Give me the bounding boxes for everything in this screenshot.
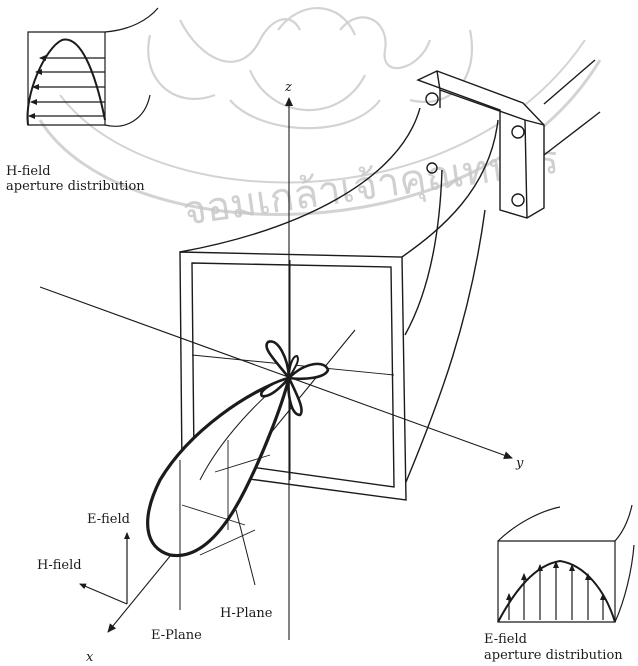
y-axis-label: y [516, 456, 524, 471]
h-plane-label: H-Plane [220, 606, 273, 621]
h-field-arrow [79, 583, 128, 605]
side-lobe [287, 373, 303, 417]
e-plane-label: E-Plane [151, 628, 202, 643]
y-axis [39, 286, 513, 460]
e-field-aperture-inset [497, 504, 635, 623]
h-field-aperture-inset [26, 7, 159, 127]
e-field-vector-label: E-field [87, 512, 130, 527]
e-field-caption-line2: aperture distribution [484, 648, 623, 663]
z-axis-label: z [285, 80, 292, 95]
h-field-caption-line1: H-field [6, 164, 51, 179]
e-field-caption-line1: E-field [484, 632, 527, 647]
back-lobe [287, 354, 299, 382]
x-axis-label: x [86, 650, 94, 665]
side-lobe [259, 375, 293, 398]
side-lobe [265, 340, 291, 383]
h-field-vector-label: H-field [37, 558, 82, 573]
field-vectors [79, 532, 130, 605]
side-lobe [286, 362, 330, 381]
main-lobe [146, 375, 292, 558]
radiation-pattern [146, 340, 330, 610]
h-field-caption-line2: aperture distribution [6, 179, 145, 194]
